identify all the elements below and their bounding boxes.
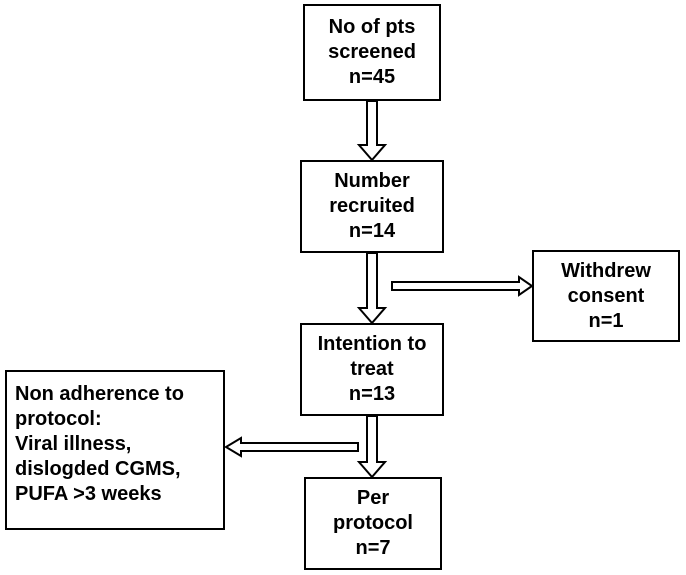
nonadherence-line-5: PUFA >3 weeks: [15, 483, 162, 505]
withdrew-count: n=1: [588, 309, 624, 332]
arrow-to-nonadherence: [224, 436, 359, 458]
nonadherence-line-2: protocol:: [15, 408, 102, 430]
itt-line-1: Intention to: [317, 333, 427, 355]
nonadherence-line-1: Non adherence to: [15, 383, 184, 405]
screened-box: No of pts screened n=45: [303, 4, 441, 101]
perprotocol-line-2: protocol: [333, 512, 413, 534]
arrow-recruited-to-itt: [356, 252, 388, 325]
perprotocol-box: Per protocol n=7: [304, 477, 442, 570]
screened-line-2: screened: [328, 41, 416, 63]
arrow-itt-to-perprotocol: [356, 415, 388, 479]
nonadherence-line-4: dislogded CGMS,: [15, 458, 181, 480]
screened-count: n=45: [348, 66, 396, 88]
arrow-screened-to-recruited: [356, 100, 388, 162]
recruited-line-2: recruited: [329, 195, 415, 217]
perprotocol-count: n=7: [355, 537, 391, 559]
recruited-line-1: Number: [334, 170, 410, 192]
itt-box: Intention to treat n=13: [300, 323, 444, 416]
recruited-count: n=14: [348, 220, 396, 242]
screened-line-1: No of pts: [328, 16, 416, 38]
withdrew-box: Withdrew consent n=1: [532, 250, 680, 342]
itt-count: n=13: [348, 383, 396, 405]
nonadherence-box: Non adherence to protocol: Viral illness…: [5, 370, 225, 530]
nonadherence-line-3: Viral illness,: [15, 433, 132, 455]
itt-line-2: treat: [350, 358, 394, 380]
withdrew-line-1: Withdrew: [561, 259, 651, 282]
perprotocol-line-1: Per: [356, 487, 390, 509]
arrow-to-withdrew: [391, 275, 534, 297]
withdrew-line-2: consent: [567, 284, 645, 307]
